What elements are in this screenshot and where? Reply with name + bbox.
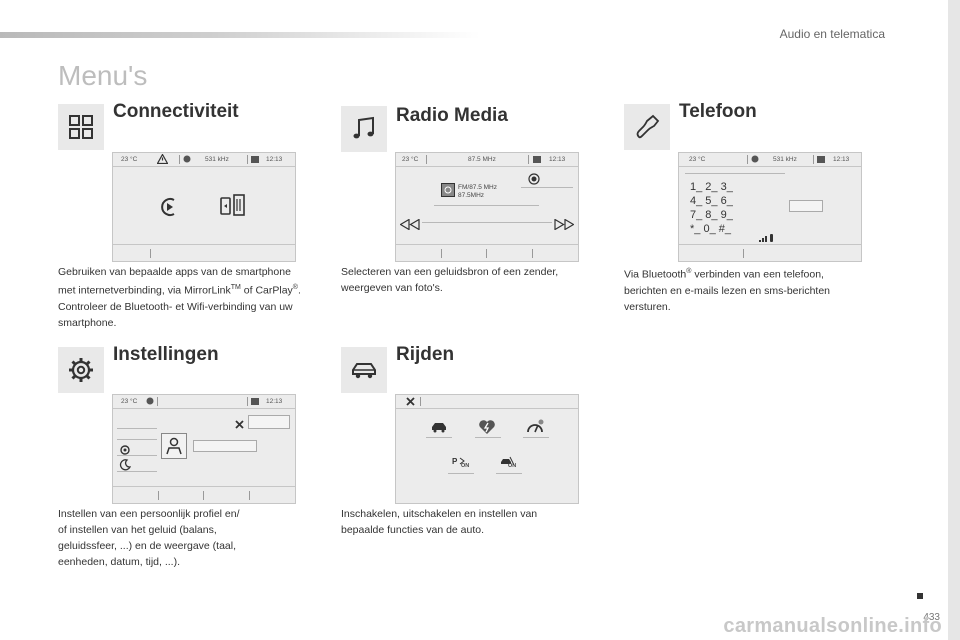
telefoon-title: Telefoon xyxy=(679,101,757,122)
frequency: 87.5 MHz xyxy=(468,156,496,163)
connectiviteit-screen: 23 °C 531 kHz 12:13 xyxy=(112,152,296,262)
connectiviteit-description: Gebruiken van bepaalde apps van de smart… xyxy=(58,266,301,329)
frequency: 531 kHz xyxy=(205,156,229,163)
audio-settings-icon[interactable] xyxy=(119,443,131,461)
number-field[interactable] xyxy=(789,200,823,212)
station-frequency: 87.5MHz xyxy=(458,192,485,199)
status-bar: 23 °C 531 kHz 12:13 xyxy=(113,153,295,167)
bottom-bar xyxy=(679,244,861,261)
rijden-title: Rijden xyxy=(396,344,455,365)
rijden-description: Inschakelen, uitschakelen en instellen v… xyxy=(341,508,538,536)
keypad-row-2[interactable]: 4_ 5_ 6_ xyxy=(690,195,733,207)
carplay-icon[interactable] xyxy=(158,196,180,223)
temperature: 23 °C xyxy=(402,156,419,163)
svg-text:P: P xyxy=(452,457,458,466)
instellingen-title: Instellingen xyxy=(113,344,219,365)
page-edge-strip xyxy=(948,0,960,640)
music-note-icon xyxy=(353,116,374,139)
instellingen-description: Instellen van een persoonlijk profiel en… xyxy=(58,508,240,568)
radio-media-description: Selecteren van een geluidsbron of een ze… xyxy=(341,266,559,294)
page-number: 433 xyxy=(923,612,940,623)
telefoon-icon-box xyxy=(624,104,670,150)
radio-media-title: Radio Media xyxy=(396,105,508,126)
warning-icon xyxy=(156,153,169,166)
telefoon-description: Via Bluetooth® verbinden van een telefoo… xyxy=(624,268,831,313)
parking-sensor-icon[interactable]: P xyxy=(452,453,466,471)
clock: 12:13 xyxy=(833,156,850,163)
status-bar: 23 °C 87.5 MHz 12:13 xyxy=(396,153,578,167)
page-marker xyxy=(917,593,923,599)
rijden-icon-box xyxy=(341,347,387,393)
clock: 12:13 xyxy=(549,156,566,163)
radio-wave-icon xyxy=(528,172,540,190)
profile-icon xyxy=(166,437,182,455)
vehicle-function-icon[interactable] xyxy=(430,419,448,438)
header-gradient-bar xyxy=(0,32,480,38)
instellingen-icon-box xyxy=(58,347,104,393)
instellingen-screen: 23 °C 12:13 xyxy=(112,394,296,504)
temperature: 23 °C xyxy=(121,398,138,405)
car-icon xyxy=(352,363,376,379)
on-label-1: ON xyxy=(461,463,470,469)
temperature: 23 °C xyxy=(689,156,706,163)
clock: 12:13 xyxy=(266,398,283,405)
seek-back-icon[interactable] xyxy=(399,217,420,235)
gear-icon xyxy=(69,358,93,382)
frequency: 531 kHz xyxy=(773,156,797,163)
radio-signal-icon xyxy=(146,397,154,407)
on-label-2: ON xyxy=(508,463,517,469)
media-icon xyxy=(817,156,825,165)
media-icon xyxy=(251,398,259,407)
temperature: 23 °C xyxy=(121,156,138,163)
bottom-bar xyxy=(396,244,578,261)
bottom-bar xyxy=(113,486,295,503)
keypad-row-3[interactable]: 7_ 8_ 9_ xyxy=(690,209,733,221)
station-logo-icon xyxy=(441,183,455,202)
station-name: FM/87.5 MHz xyxy=(458,184,498,191)
seek-forward-icon[interactable] xyxy=(554,217,575,235)
speed-limit-icon[interactable] xyxy=(526,419,544,440)
signal-strength-icon xyxy=(759,229,773,247)
page-title: Menu's xyxy=(58,60,148,91)
media-icon xyxy=(533,156,541,165)
phone-keypad[interactable]: 1_ 2_ 3_ 4_ 5_ 6_ 7_ 8_ 9_ *_ 0_ #_ xyxy=(690,180,733,236)
section-title: Audio en telematica xyxy=(779,27,885,41)
connectiviteit-icon-box xyxy=(58,104,104,150)
bottom-bar xyxy=(113,244,295,261)
night-mode-icon[interactable] xyxy=(119,458,132,476)
keypad-row-1[interactable]: 1_ 2_ 3_ xyxy=(690,181,733,193)
status-bar: 23 °C 531 kHz 12:13 xyxy=(679,153,861,167)
radio-media-screen: 23 °C 87.5 MHz 12:13 FM/87.5 MHz 87.5MHz xyxy=(395,152,579,262)
watermark: carmanualsonline.info xyxy=(723,615,942,637)
media-icon xyxy=(251,156,259,165)
rijden-screen: P ON ON xyxy=(395,394,579,504)
close-icon[interactable] xyxy=(406,397,415,408)
profile-name-field[interactable] xyxy=(248,415,290,429)
status-bar: 23 °C 12:13 xyxy=(113,395,295,409)
connectiviteit-title: Connectiviteit xyxy=(113,101,239,122)
phone-icon xyxy=(636,114,660,139)
driving-assist-icon[interactable] xyxy=(478,419,496,440)
grid-icon xyxy=(69,115,93,139)
profile-field[interactable] xyxy=(193,440,257,452)
clock: 12:13 xyxy=(266,156,283,163)
radio-media-icon-box xyxy=(341,106,387,152)
radio-signal-icon xyxy=(751,155,759,165)
status-bar xyxy=(396,395,578,409)
profile-button[interactable] xyxy=(161,433,187,459)
keypad-row-4[interactable]: *_ 0_ #_ xyxy=(690,223,731,235)
mirrorlink-icon[interactable] xyxy=(218,193,248,224)
radio-signal-icon xyxy=(183,155,191,165)
telefoon-screen: 23 °C 531 kHz 12:13 1_ 2_ 3_ 4_ 5_ 6_ 7_… xyxy=(678,152,862,262)
close-icon[interactable] xyxy=(235,416,244,434)
car-alarm-icon[interactable] xyxy=(500,453,515,471)
